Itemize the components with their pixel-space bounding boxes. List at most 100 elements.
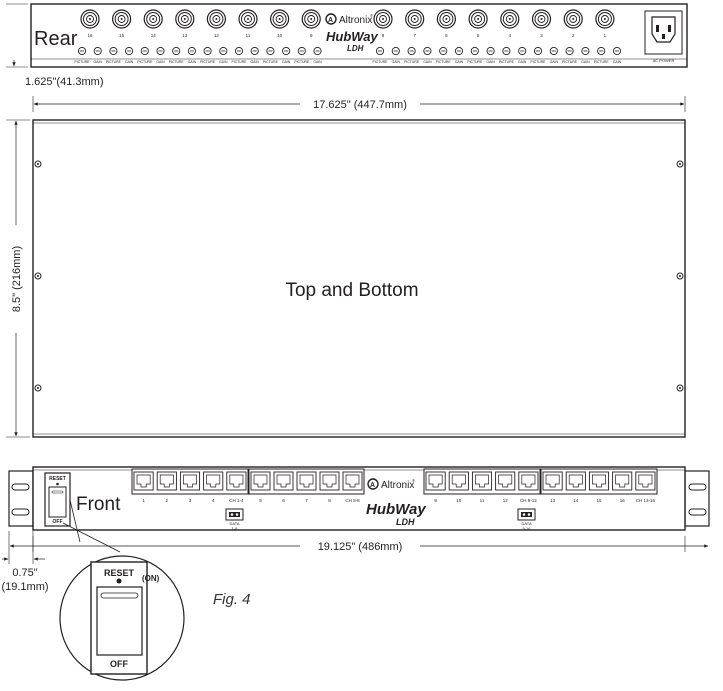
rj45-port-3[interactable]: 3 xyxy=(179,471,201,503)
pot-picture[interactable]: PICTURE xyxy=(137,46,153,64)
pot-gain[interactable]: GAIN xyxy=(581,46,590,64)
rj45-port-ch-13-16[interactable]: CH 13-16 xyxy=(635,471,656,503)
rear-bnc-9[interactable]: 9 xyxy=(301,9,321,38)
front-brand-logo: A Altronix ® HubWay LDH xyxy=(366,478,426,527)
pot-picture[interactable]: PICTURE xyxy=(467,46,483,64)
pot-gain[interactable]: GAIN xyxy=(392,46,401,64)
pot-picture[interactable]: PICTURE xyxy=(404,46,420,64)
pot-gain[interactable]: GAIN xyxy=(282,46,291,64)
data-connector-9-16[interactable]: DATA 9-16 xyxy=(517,508,536,531)
pot-gain[interactable]: GAIN xyxy=(455,46,464,64)
pot-gain[interactable]: GAIN xyxy=(188,46,197,64)
pot-picture[interactable]: PICTURE xyxy=(594,46,610,64)
rj45-port-2[interactable]: 2 xyxy=(156,471,177,503)
rear-bnc-11[interactable]: 11 xyxy=(238,9,258,38)
pot-gain[interactable]: GAIN xyxy=(423,46,432,64)
rj45-port-4[interactable]: 4 xyxy=(203,471,224,503)
rear-bnc-12[interactable]: 12 xyxy=(206,9,226,38)
pot-gain[interactable]: GAIN xyxy=(613,46,622,64)
rear-bnc-14[interactable]: 14 xyxy=(143,9,163,38)
pot-picture[interactable]: PICTURE xyxy=(106,46,122,64)
rear-bnc-1[interactable]: 1 xyxy=(595,9,615,38)
rear-bnc-10[interactable]: 10 xyxy=(270,9,290,38)
top-title: Top and Bottom xyxy=(285,280,418,301)
reset-switch[interactable]: RESET OFF xyxy=(44,472,71,527)
rj45-port-7[interactable]: 7 xyxy=(296,471,317,503)
pot-gain[interactable]: GAIN xyxy=(486,46,495,64)
front-width-label: 19.125" (486mm) xyxy=(318,541,403,553)
rj45-port-9[interactable]: 9 xyxy=(425,471,446,503)
rear-bnc-5[interactable]: 5 xyxy=(468,9,488,38)
svg-text:9-16: 9-16 xyxy=(522,526,531,531)
pot-label: PICTURE xyxy=(232,60,248,64)
switch-detail-callout: RESET (ON) OFF xyxy=(59,499,185,681)
pot-label: GAIN xyxy=(156,60,165,64)
pot-picture[interactable]: PICTURE xyxy=(562,46,578,64)
rj45-port-8[interactable]: 8 xyxy=(319,471,340,503)
rj45-port-16[interactable]: 16 xyxy=(612,471,633,503)
bnc-number-label: 13 xyxy=(182,33,188,38)
pot-gain[interactable]: GAIN xyxy=(251,46,260,64)
pot-label: GAIN xyxy=(423,60,432,64)
pot-picture[interactable]: PICTURE xyxy=(232,46,248,64)
switch-off-label: OFF xyxy=(53,519,63,525)
rj45-port-6[interactable]: 6 xyxy=(273,471,294,503)
rear-bnc-15[interactable]: 15 xyxy=(111,9,132,38)
pot-picture[interactable]: PICTURE xyxy=(531,46,547,64)
pot-label: GAIN xyxy=(219,60,228,64)
bnc-number-label: 4 xyxy=(509,33,512,38)
pot-picture[interactable]: PICTURE xyxy=(294,46,310,64)
pot-picture[interactable]: PICTURE xyxy=(373,46,389,64)
pot-gain[interactable]: GAIN xyxy=(125,46,134,64)
rear-bnc-13[interactable]: 13 xyxy=(175,9,195,38)
pot-picture[interactable]: PICTURE xyxy=(499,46,515,64)
rj45-port-5[interactable]: 5 xyxy=(250,471,271,503)
pot-gain[interactable]: GAIN xyxy=(219,46,228,64)
rear-bnc-4[interactable]: 4 xyxy=(500,9,520,38)
pot-picture[interactable]: PICTURE xyxy=(75,46,91,64)
rj45-port-12[interactable]: 12 xyxy=(495,471,516,503)
rj45-port-14[interactable]: 14 xyxy=(565,471,586,503)
rear-brand-name: Altronix xyxy=(339,15,372,26)
data-connector-1-8[interactable]: DATA 1-8 xyxy=(225,508,244,531)
pot-label: PICTURE xyxy=(499,60,515,64)
switch-reset-label: RESET xyxy=(49,476,66,482)
bnc-number-label: 9 xyxy=(310,33,313,38)
rj45-port-1[interactable]: 1 xyxy=(133,471,154,503)
rear-bnc-3[interactable]: 3 xyxy=(531,9,552,38)
detail-off-label: OFF xyxy=(110,659,128,669)
top-width-dimension: 17.625" (447.7mm) xyxy=(32,96,686,112)
bnc-connectors-left: 16 15 14 13 12 11 10 9 xyxy=(80,9,321,38)
pot-label: PICTURE xyxy=(169,60,185,64)
port-number-label: 1 xyxy=(142,498,145,503)
pot-gain[interactable]: GAIN xyxy=(156,46,165,64)
rear-bnc-16[interactable]: 16 xyxy=(80,9,100,38)
port-number-label: 14 xyxy=(573,498,579,503)
rear-bnc-2[interactable]: 2 xyxy=(563,9,583,38)
rj45-port-15[interactable]: 15 xyxy=(588,471,610,503)
pot-gain[interactable]: GAIN xyxy=(313,46,322,64)
rear-bnc-6[interactable]: 6 xyxy=(436,9,456,38)
rj45-port-ch-1-4[interactable]: CH 1-4 xyxy=(226,471,247,503)
pot-picture[interactable]: PICTURE xyxy=(169,46,185,64)
pot-gain[interactable]: GAIN xyxy=(518,46,527,64)
rj45-port-13[interactable]: 13 xyxy=(542,471,563,503)
front-title: Front xyxy=(76,494,121,515)
port-number-label: CH 9-12 xyxy=(520,498,537,503)
pot-picture[interactable]: PICTURE xyxy=(436,46,452,64)
port-number-label: 2 xyxy=(166,498,169,503)
pot-gain[interactable]: GAIN xyxy=(550,46,559,64)
rj45-port-ch-5-8[interactable]: CH 5-8 xyxy=(342,471,363,503)
pot-picture[interactable]: PICTURE xyxy=(200,46,216,64)
port-number-label: 7 xyxy=(305,498,308,503)
rear-bnc-7[interactable]: 7 xyxy=(405,9,425,38)
pot-picture[interactable]: PICTURE xyxy=(263,46,279,64)
rj45-port-10[interactable]: 10 xyxy=(448,471,469,503)
rj45-port-ch-9-12[interactable]: CH 9-12 xyxy=(518,471,539,503)
rear-bnc-8[interactable]: 8 xyxy=(373,9,393,38)
rj45-port-11[interactable]: 11 xyxy=(471,471,493,503)
pot-gain[interactable]: GAIN xyxy=(94,46,103,64)
